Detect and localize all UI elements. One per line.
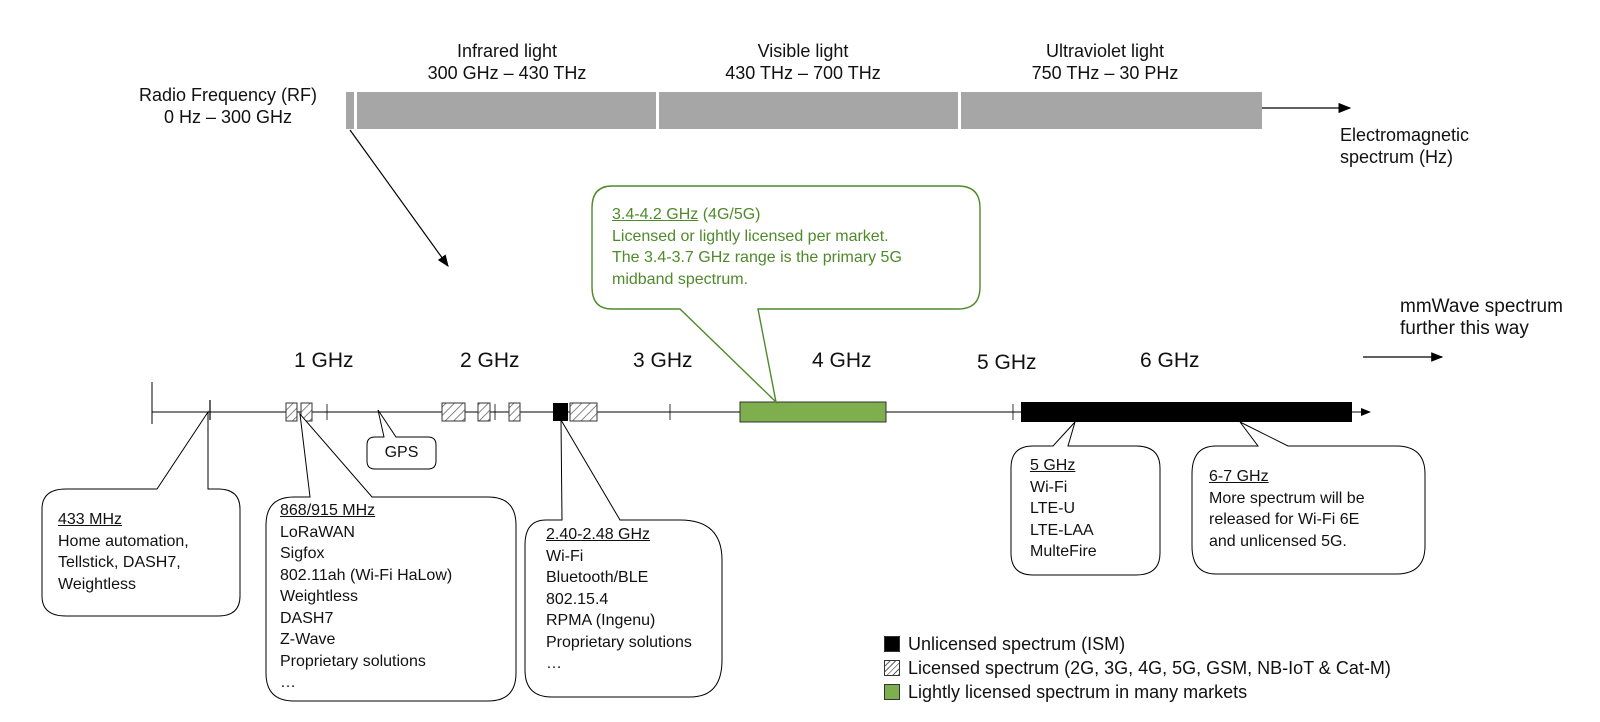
unlicensed-band-2400 [553,403,568,421]
licensed-band [441,402,466,422]
c5-callout: 5 GHz Wi-Fi LTE-U LTE-LAA MulteFire [1030,455,1097,563]
em-axis-label-line1: Electromagnetic [1340,125,1470,145]
c433-line: Home automation, [58,532,189,550]
gps-callout [366,409,437,470]
c868-line: DASH7 [280,609,334,627]
c433-callout: 433 MHz Home automation, Tellstick, DASH… [58,509,189,595]
c67-callout-box [1191,421,1426,575]
infrared-name: Infrared light [456,41,558,61]
lightly-swatch [884,684,900,700]
visible-label: Visible light 430 THz – 700 THz [688,40,918,84]
ultraviolet-label: Ultraviolet light 750 THz – 30 PHz [990,40,1220,84]
c24-callout: 2.40-2.48 GHz Wi-Fi Bluetooth/BLE 802.15… [546,524,692,675]
legend-licensed-text: Licensed spectrum (2G, 3G, 4G, 5G, GSM, … [908,658,1391,678]
mmwave-label: mmWave spectrum further this way [1400,296,1563,340]
tick-label-2ghz: 2 GHz [460,349,520,372]
legend-lightly-text: Lightly licensed spectrum in many market… [908,682,1248,702]
c5-line: LTE-LAA [1030,521,1094,539]
em-axis-label: Electromagnetic spectrum (Hz) [1340,124,1469,168]
legend-unlicensed-text: Unlicensed spectrum (ISM) [908,634,1126,654]
c67-title: 6-7 GHz [1209,468,1269,485]
c5-title: 5 GHz [1030,457,1076,474]
c868-callout: 868/915 MHz LoRaWAN Sigfox 802.11ah (Wi-… [280,500,452,694]
mmwave-line2: further this way [1400,318,1529,339]
c868-line: Sigfox [280,545,325,562]
ultraviolet-name: Ultraviolet light [1045,41,1165,61]
c24-line: Wi-Fi [546,547,584,565]
c868-line: … [280,674,296,691]
midband-line: midband spectrum. [612,270,749,288]
rf-name: Radio Frequency (RF) [138,85,318,105]
c433-callout-box [41,410,241,617]
c868-title: 868/915 MHz [280,502,376,519]
licensed-band [508,402,521,422]
tick-label-4ghz: 4 GHz [812,349,872,372]
unlicensed-swatch [884,636,900,652]
tick-label-6ghz: 6 GHz [1140,349,1200,372]
c67-callout: 6-7 GHz More spectrum will be released f… [1209,466,1365,552]
c24-line: 802.15.4 [546,590,609,608]
c868-line: 802.11ah (Wi-Fi HaLow) [280,566,453,584]
c67-line: released for Wi-Fi 6E [1209,511,1360,528]
infrared-label: Infrared light 300 GHz – 430 THz [392,40,622,84]
c24-line: Proprietary solutions [546,633,692,651]
visible-name: Visible light [757,41,849,61]
legend-licensed: Licensed spectrum (2G, 3G, 4G, 5G, GSM, … [884,657,1391,679]
mmwave-line1: mmWave spectrum [1400,296,1563,317]
visible-band [659,92,958,129]
c24-line: RPMA (Ingenu) [546,612,656,629]
c24-line: … [546,655,562,672]
rf-range: 0 Hz – 300 GHz [163,107,293,127]
c868-line: LoRaWAN [280,523,355,541]
c5-line: LTE-U [1030,500,1076,517]
c868-callout-box [265,412,517,702]
c5-line: MulteFire [1030,543,1097,560]
visible-range: 430 THz – 700 THz [725,63,881,83]
c24-callout-box [524,418,723,698]
c67-line: More spectrum will be [1209,489,1365,507]
infrared-range: 300 GHz – 430 THz [427,63,587,83]
midband-line: The 3.4-3.7 GHz range is the primary 5G [612,249,902,266]
zoom-arrow [349,129,449,267]
c67-line: and unlicensed 5G. [1209,532,1347,550]
c5-callout-box [1010,421,1161,576]
c433-title: 433 MHz [58,511,123,528]
c868-line: Proprietary solutions [280,652,426,670]
c433-line: Tellstick, DASH7, [58,554,181,571]
licensed-band [569,402,598,422]
infrared-band [357,92,656,129]
licensed-band [285,402,298,422]
licensed-band [477,402,491,422]
midband-line: Licensed or lightly licensed per market. [612,227,889,245]
tick-label-3ghz: 3 GHz [633,349,693,372]
gps-label: GPS [384,444,419,461]
ultraviolet-range: 750 THz – 30 PHz [1031,63,1179,83]
c5-line: Wi-Fi [1030,478,1068,496]
unlicensed-band-5-7ghz [1021,402,1352,422]
tick-label-1ghz: 1 GHz [294,349,354,372]
midband-callout: 3.4-4.2 GHz (4G/5G) Licensed or lightly … [612,204,972,290]
licensed-swatch [884,660,900,676]
midband-callout-box [591,185,981,405]
em-axis-label-line2: spectrum (Hz) [1340,147,1454,167]
rf-band-segment [346,92,354,129]
c868-line: Z-Wave [280,631,336,648]
ultraviolet-band [961,92,1262,129]
legend-lightly: Lightly licensed spectrum in many market… [884,681,1247,703]
c24-title: 2.40-2.48 GHz [546,526,651,543]
lightly-licensed-band [739,401,887,423]
c24-line: Bluetooth/BLE [546,569,649,586]
legend-unlicensed: Unlicensed spectrum (ISM) [884,633,1125,655]
midband-suffix: (4G/5G) [698,206,761,223]
rf-label: Radio Frequency (RF) 0 Hz – 300 GHz [126,84,330,128]
midband-title: 3.4-4.2 GHz [612,206,699,223]
c868-line: Weightless [280,588,358,605]
tick-label-5ghz: 5 GHz [977,351,1037,374]
c433-line: Weightless [58,575,136,593]
